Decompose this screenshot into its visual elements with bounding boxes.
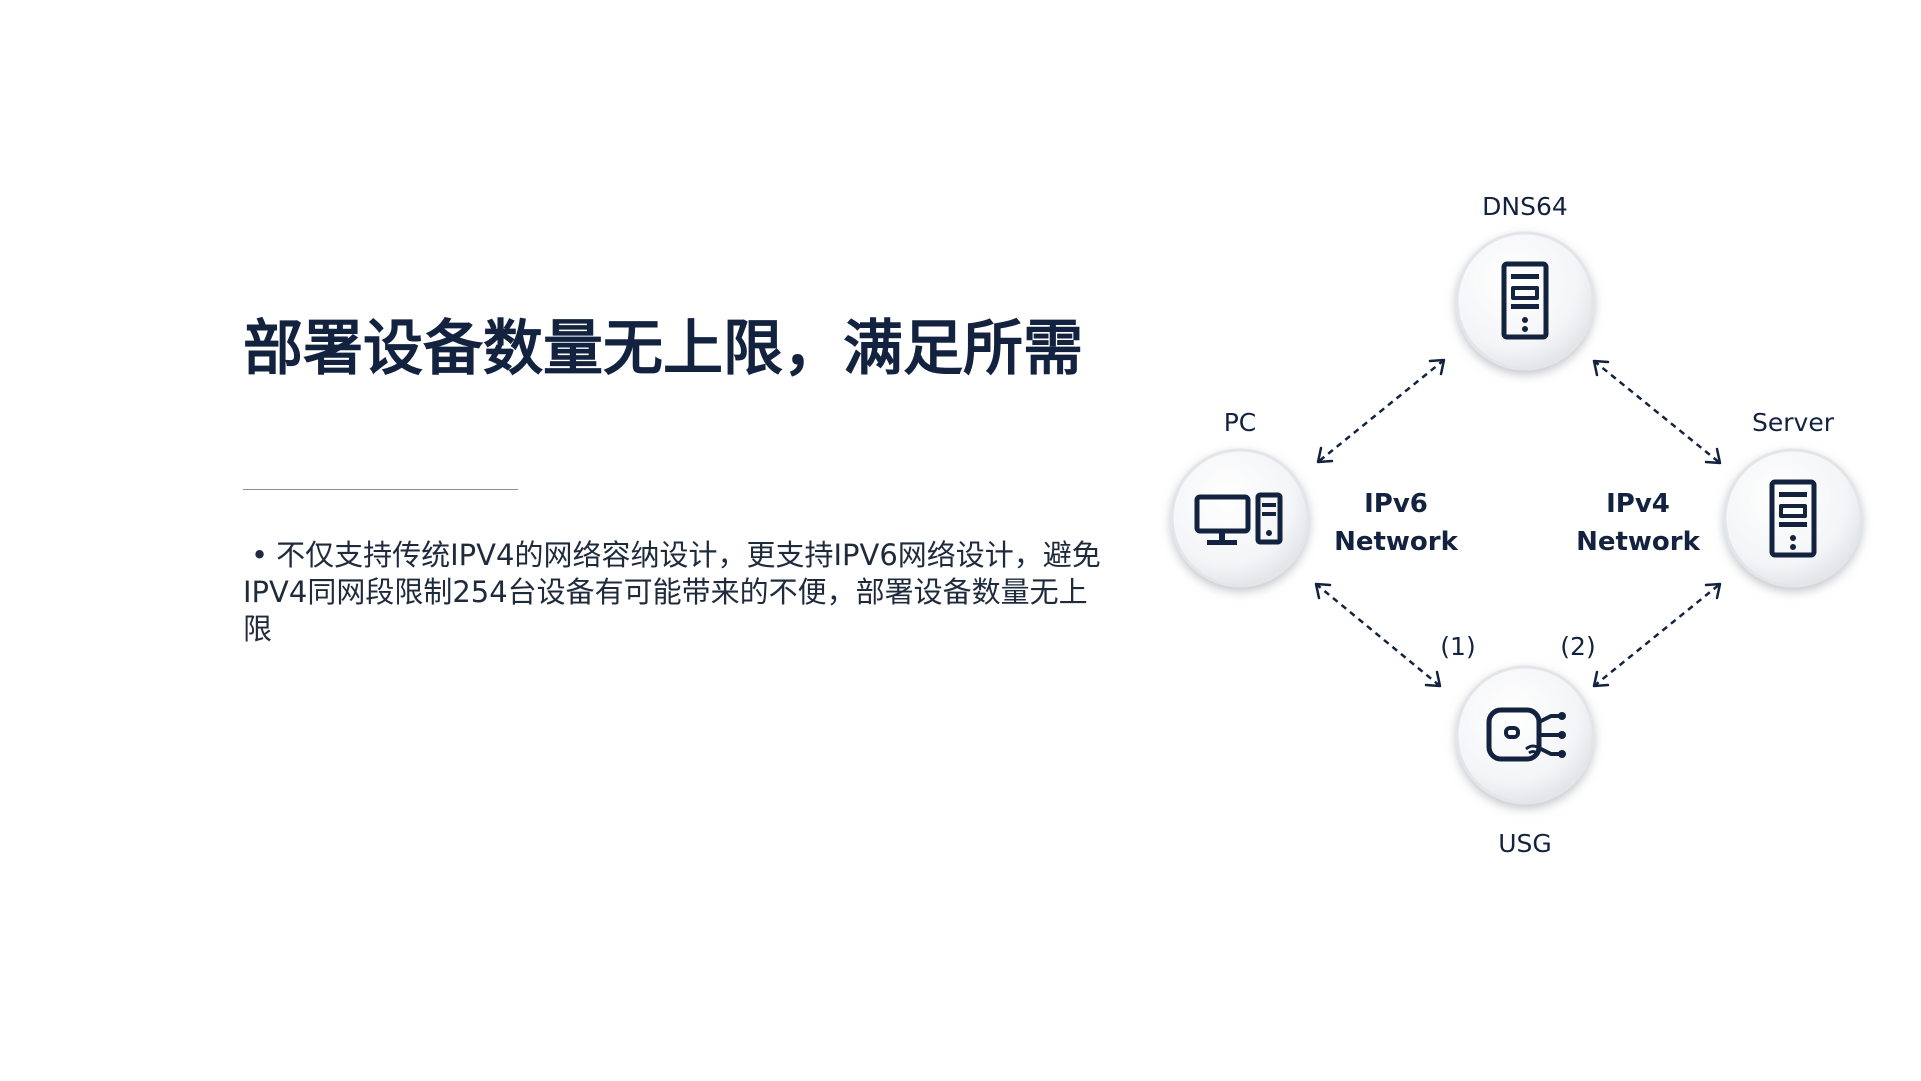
- node-pc-label: PC: [1224, 408, 1257, 437]
- firewall-gateway-icon: [1486, 707, 1566, 762]
- ipv6-network-label-line1: IPv6: [1364, 489, 1428, 519]
- server-icon: [1769, 479, 1817, 558]
- feature-description: •不仅支持传统IPV4的网络容纳设计，更支持IPV6网络设计，避免IPV4同网段…: [243, 537, 1113, 648]
- node-dns64-label: DNS64: [1482, 192, 1568, 221]
- page-title: 部署设备数量无上限，满足所需: [243, 314, 1083, 384]
- ipv4-network-label-line2: Network: [1576, 527, 1701, 557]
- desktop-computer-icon: [1194, 492, 1283, 545]
- bullet-point: •: [251, 538, 269, 572]
- link-usg-server: [1592, 582, 1722, 688]
- title-divider: [243, 489, 518, 490]
- link-pc-usg: [1314, 582, 1442, 688]
- ipv6-network-label-line2: Network: [1334, 527, 1459, 557]
- node-usg-label: USG: [1498, 829, 1552, 858]
- ipv4-network-label-line1: IPv4: [1606, 489, 1670, 519]
- node-server-label: Server: [1752, 408, 1835, 437]
- link-label-1: (1): [1440, 632, 1475, 661]
- feature-description-text: 不仅支持传统IPV4的网络容纳设计，更支持IPV6网络设计，避免IPV4同网段限…: [243, 538, 1101, 646]
- node-server: Server: [1723, 408, 1863, 588]
- link-dns-server: [1592, 359, 1722, 465]
- link-label-2: (2): [1560, 632, 1595, 661]
- node-dns64: DNS64: [1455, 192, 1595, 371]
- server-icon: [1501, 261, 1549, 340]
- node-pc: PC: [1170, 408, 1310, 588]
- node-usg: USG: [1455, 665, 1595, 858]
- link-dns-pc: [1316, 358, 1446, 464]
